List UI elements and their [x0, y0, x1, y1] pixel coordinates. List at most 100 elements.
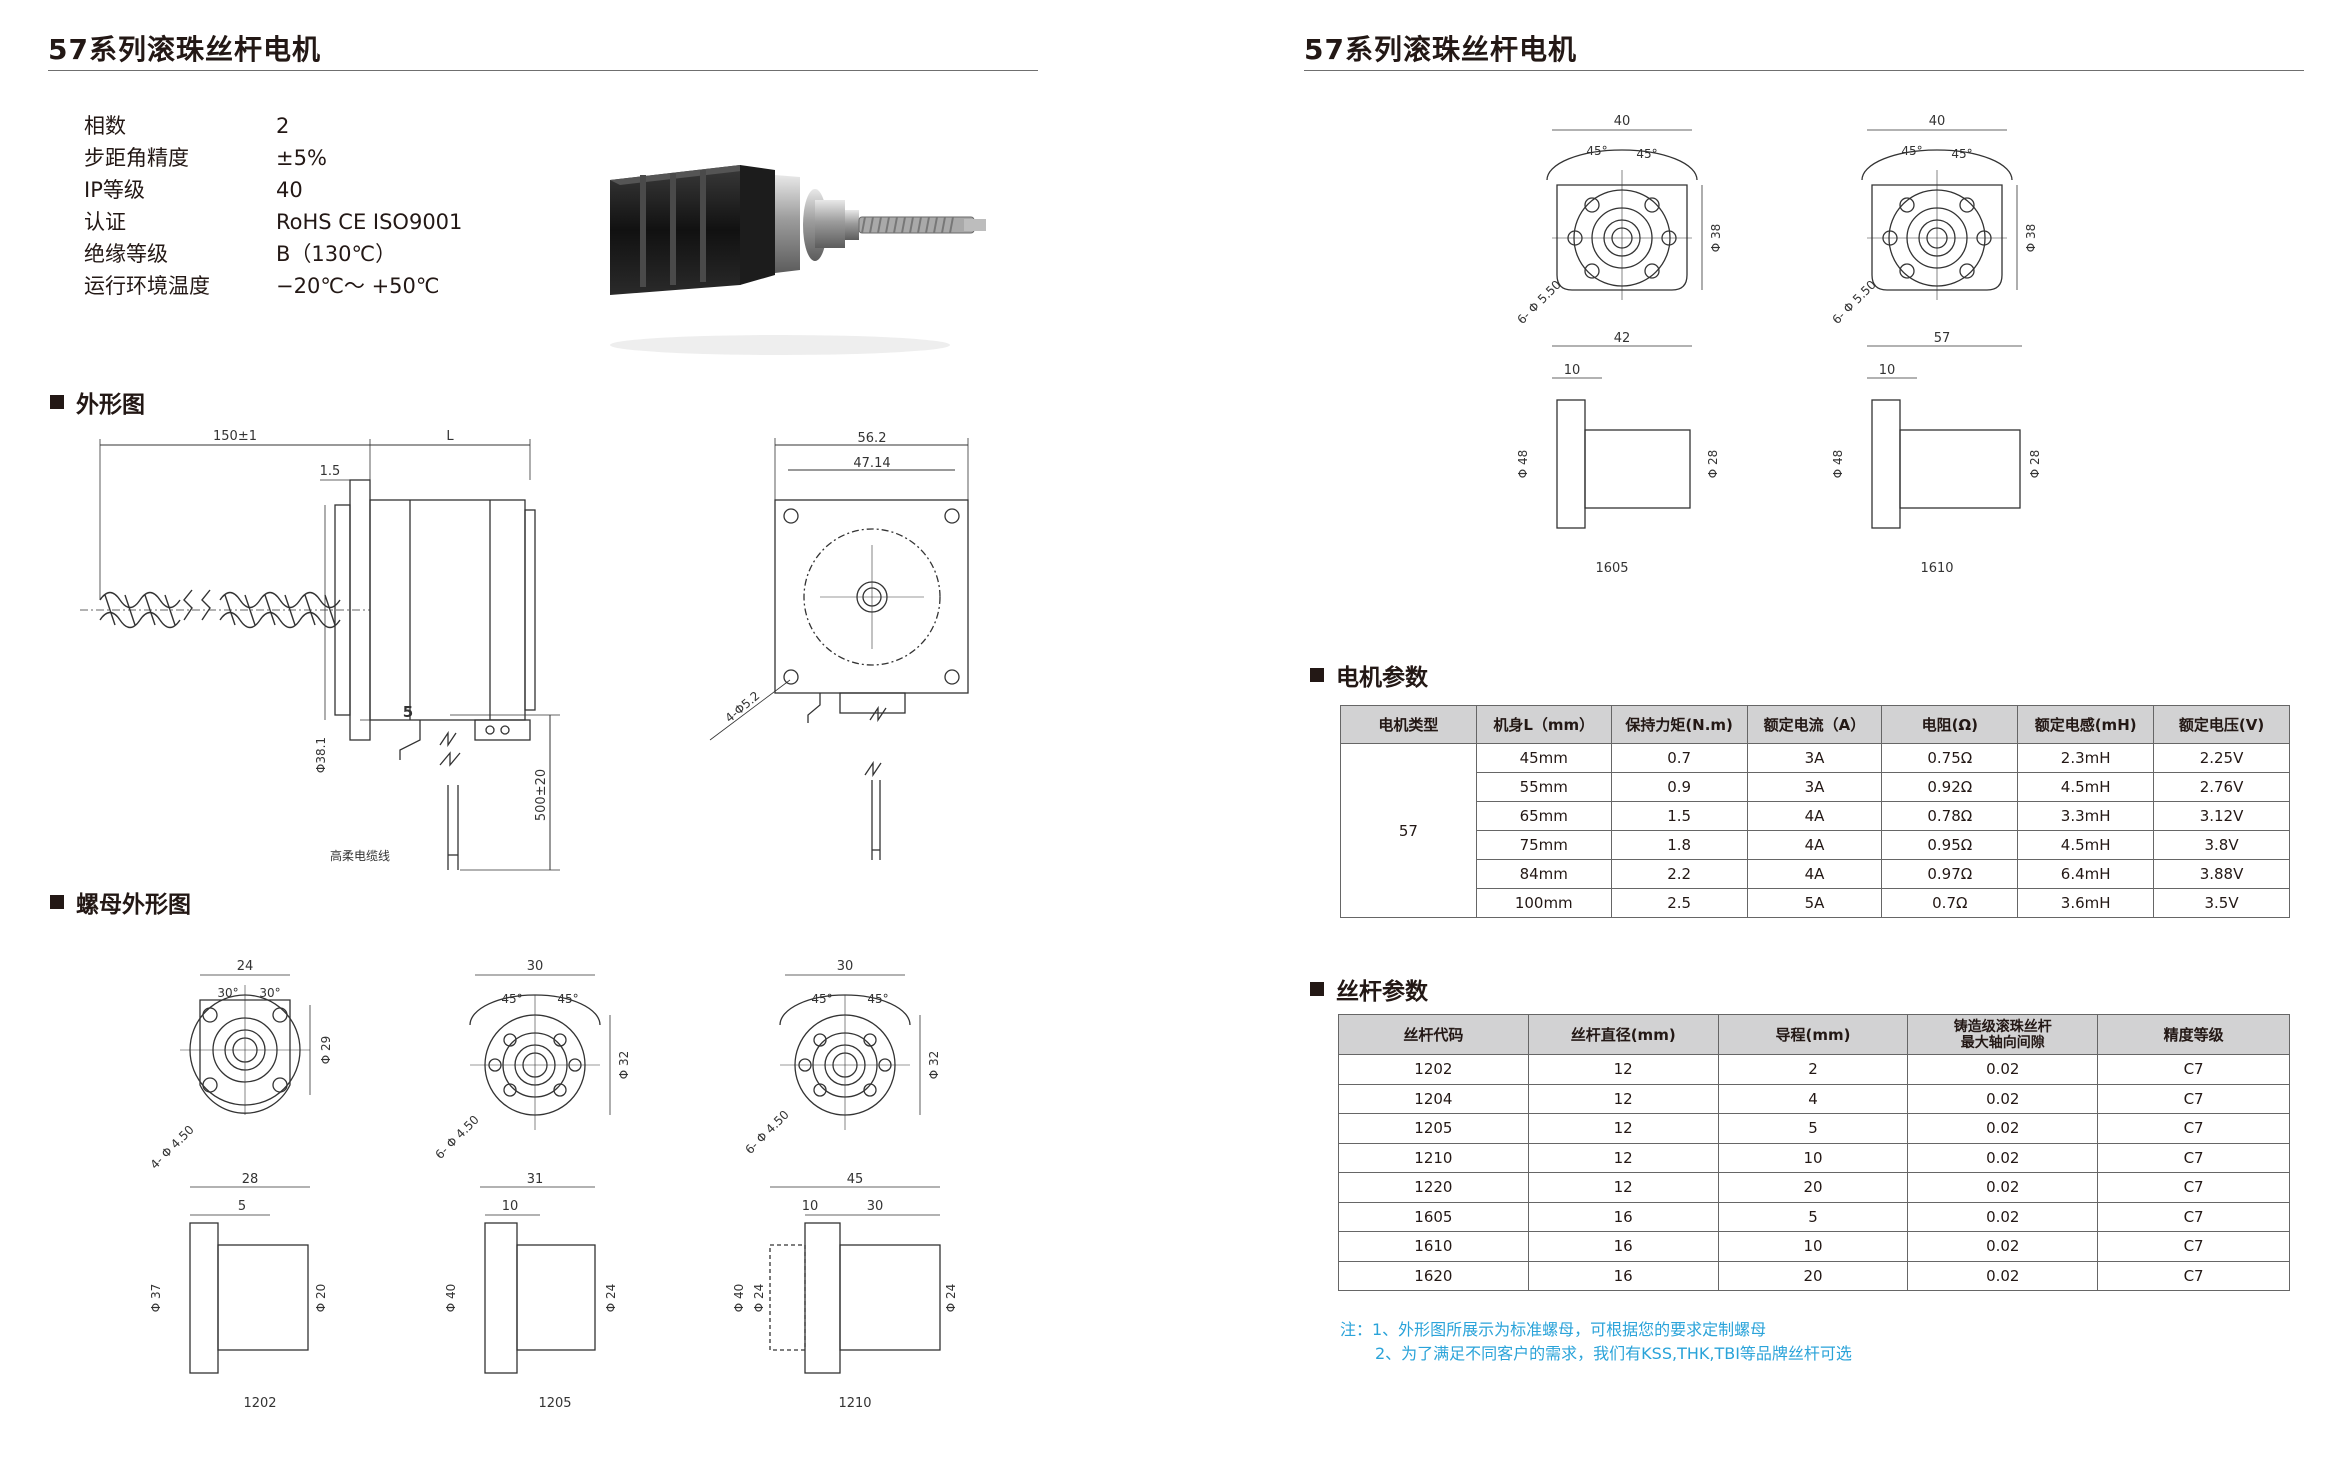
screw-param-table: 丝杆代码 丝杆直径(mm) 导程(mm) 铸造级滚珠丝杆最大轴向间隙 精度等级 …: [1338, 1014, 2290, 1291]
nut-body-dia: Φ 24: [944, 1284, 958, 1313]
section-motor-label: 电机参数: [1336, 665, 1428, 691]
table-cell: 0.02: [1907, 1054, 2099, 1085]
nut-flange-thk: 10: [502, 1199, 519, 1214]
nut-side-length: 45: [847, 1172, 864, 1187]
table-cell: 2.3mH: [2017, 743, 2155, 773]
notes: 注：1、外形图所展示为标准螺母，可根据您的要求定制螺母 2、为了满足不同客户的需…: [1340, 1318, 1852, 1366]
dim-width: 56.2: [858, 431, 887, 446]
table-cell: 1.5: [1610, 801, 1748, 831]
nut-flange-thk: 10: [1564, 363, 1581, 378]
table-header-cell: 电机类型: [1340, 705, 1477, 744]
nut-code: 1210: [838, 1396, 871, 1411]
nut-angle-right: 45°: [1636, 147, 1657, 161]
spec-value: −20℃～ +50℃: [276, 274, 440, 298]
nut-pitch-dia: Φ 38: [1709, 224, 1723, 253]
table-cell: 0.02: [1907, 1142, 2099, 1173]
table-header-cell: 丝杆直径(mm): [1527, 1014, 1719, 1055]
section-motor-heading: 电机参数: [1310, 658, 1428, 692]
table-row: 1202 12 2 0.02 C7: [1338, 1054, 2290, 1085]
table-cell: 5: [1717, 1201, 1909, 1232]
section-nut-heading: 螺母外形图: [50, 885, 191, 919]
table-cell: 0.02: [1907, 1083, 2099, 1114]
table-cell: 3.3mH: [2017, 801, 2155, 831]
table-cell: 0.7Ω: [1881, 888, 2019, 918]
dim-flange: 1.5: [320, 464, 341, 479]
motor-param-table: 电机类型 机身L（mm） 保持力矩(N.m) 额定电流（A） 电阻(Ω) 额定电…: [1340, 705, 2290, 918]
table-cell: 16: [1527, 1260, 1719, 1291]
table-cell: 12: [1527, 1172, 1719, 1203]
nut-side-length: 57: [1934, 331, 1951, 346]
table-cell: 0.78Ω: [1881, 801, 2019, 831]
section-bullet: [50, 895, 64, 909]
nut-angle-right: 45°: [1951, 147, 1972, 161]
table-header-cell: 保持力矩(N.m): [1610, 705, 1748, 744]
table-header-cell: 丝杆代码: [1338, 1014, 1529, 1055]
table-cell: 0.75Ω: [1881, 743, 2019, 773]
table-cell: 2.2: [1610, 859, 1748, 889]
nut-flange-dia: Φ 48: [1831, 450, 1845, 479]
table-cell: 0.95Ω: [1881, 830, 2019, 860]
table-row: 1620 16 20 0.02 C7: [1338, 1260, 2290, 1291]
nut-top-width: 24: [237, 959, 254, 974]
table-cell: 3.12V: [2153, 801, 2290, 831]
table-cell: 5A: [1746, 888, 1883, 918]
table-cell: C7: [2097, 1054, 2290, 1085]
dim-boss: Φ38.1: [314, 737, 328, 773]
nut-drawing-1210: 30 45° 45° Φ 32 6- Φ 4.50 45 10 30 Φ 40 …: [732, 959, 958, 1411]
section-screw-heading: 丝杆参数: [1310, 972, 1428, 1006]
nut-code: 1610: [1920, 561, 1953, 576]
table-cell: C7: [2097, 1201, 2290, 1232]
nut-holes: 4- Φ 4.50: [148, 1123, 197, 1172]
table-cell: 12: [1527, 1083, 1719, 1114]
nut-flange-dia: Φ 40: [444, 1284, 458, 1313]
section-outline-label: 外形图: [76, 392, 145, 418]
table-cell: 0.92Ω: [1881, 772, 2019, 802]
section-screw-label: 丝杆参数: [1336, 979, 1428, 1005]
page-title-left: 57系列滚珠丝杆电机: [48, 33, 321, 66]
table-row: 1605 16 5 0.02 C7: [1338, 1201, 2290, 1232]
table-header-row: 电机类型 机身L（mm） 保持力矩(N.m) 额定电流（A） 电阻(Ω) 额定电…: [1340, 705, 2290, 744]
title-rule-left: [48, 70, 1038, 71]
nut-flange-dia: Φ 40: [732, 1284, 746, 1313]
table-cell: 0.7: [1610, 743, 1748, 773]
table-cell: 3.6mH: [2017, 888, 2155, 918]
spec-key: IP等级: [84, 178, 145, 202]
nut-flange-thk: 10: [802, 1199, 819, 1214]
table-row: 1210 12 10 0.02 C7: [1338, 1142, 2290, 1173]
table-cell: 10: [1717, 1142, 1909, 1173]
dim-holes: 47.14: [853, 456, 890, 471]
table-cell: 2: [1717, 1054, 1909, 1085]
nut-pitch-dia: Φ 38: [2024, 224, 2038, 253]
nut-holes: 6- Φ 5.50: [1830, 278, 1879, 327]
table-cell: 1220: [1338, 1172, 1529, 1203]
spec-row: 运行环境温度−20℃～ +50℃: [84, 270, 462, 302]
table-header-cell: 额定电流（A）: [1746, 705, 1883, 744]
outline-side-drawing: 150±1 L 1.5 5: [80, 429, 560, 871]
spec-value: 2: [276, 114, 290, 138]
table-row: 1220 12 20 0.02 C7: [1338, 1172, 2290, 1203]
table-cell: 6.4mH: [2017, 859, 2155, 889]
nut-flange-thk: 10: [1879, 363, 1896, 378]
table-cell: 4.5mH: [2017, 772, 2155, 802]
spec-key: 认证: [84, 210, 126, 234]
table-cell: 65mm: [1475, 801, 1612, 831]
table-cell: 0.02: [1907, 1113, 2099, 1144]
table-cell: 1205: [1338, 1113, 1529, 1144]
section-bullet: [50, 395, 64, 409]
table-cell: 3.8V: [2153, 830, 2290, 860]
table-cell: 12: [1527, 1054, 1719, 1085]
right-page: 57系列滚珠丝杆电机 40 45° 45° Φ 38 6- Φ 5.50 42 …: [1172, 0, 2345, 1484]
table-header-cell: 额定电压(V): [2153, 705, 2290, 744]
section-bullet: [1310, 982, 1324, 996]
table-cell: 1210: [1338, 1142, 1529, 1173]
dim-lead: 500±20: [534, 769, 549, 821]
table-cell: 20: [1717, 1172, 1909, 1203]
nut-body-len: 30: [867, 1199, 884, 1214]
nut-pitch-dia: Φ 32: [617, 1051, 631, 1080]
nut-body-dia: Φ 28: [1706, 450, 1720, 479]
section-bullet: [1310, 668, 1324, 682]
